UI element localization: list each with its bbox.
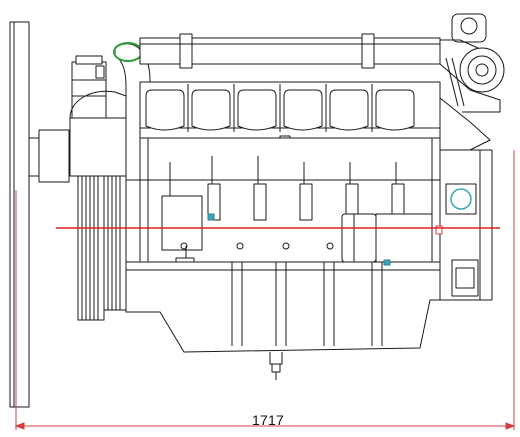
flywheel-housing: [439, 149, 493, 301]
sensor-right: [383, 259, 391, 266]
sensor-rear: [435, 225, 443, 235]
oil-pan: [125, 261, 441, 380]
turbocharger: [429, 13, 505, 151]
sensor-left: [207, 213, 215, 221]
flywheel: [9, 21, 70, 408]
overall-length-dimension: [14, 150, 516, 430]
oil-cooler: [341, 213, 433, 263]
valve-covers: [145, 84, 415, 132]
overall-length-label: 1717: [252, 412, 284, 428]
intake-manifold-pipe: [139, 33, 441, 69]
front-pulley-assembly: [77, 149, 127, 321]
alternator: [71, 55, 107, 123]
